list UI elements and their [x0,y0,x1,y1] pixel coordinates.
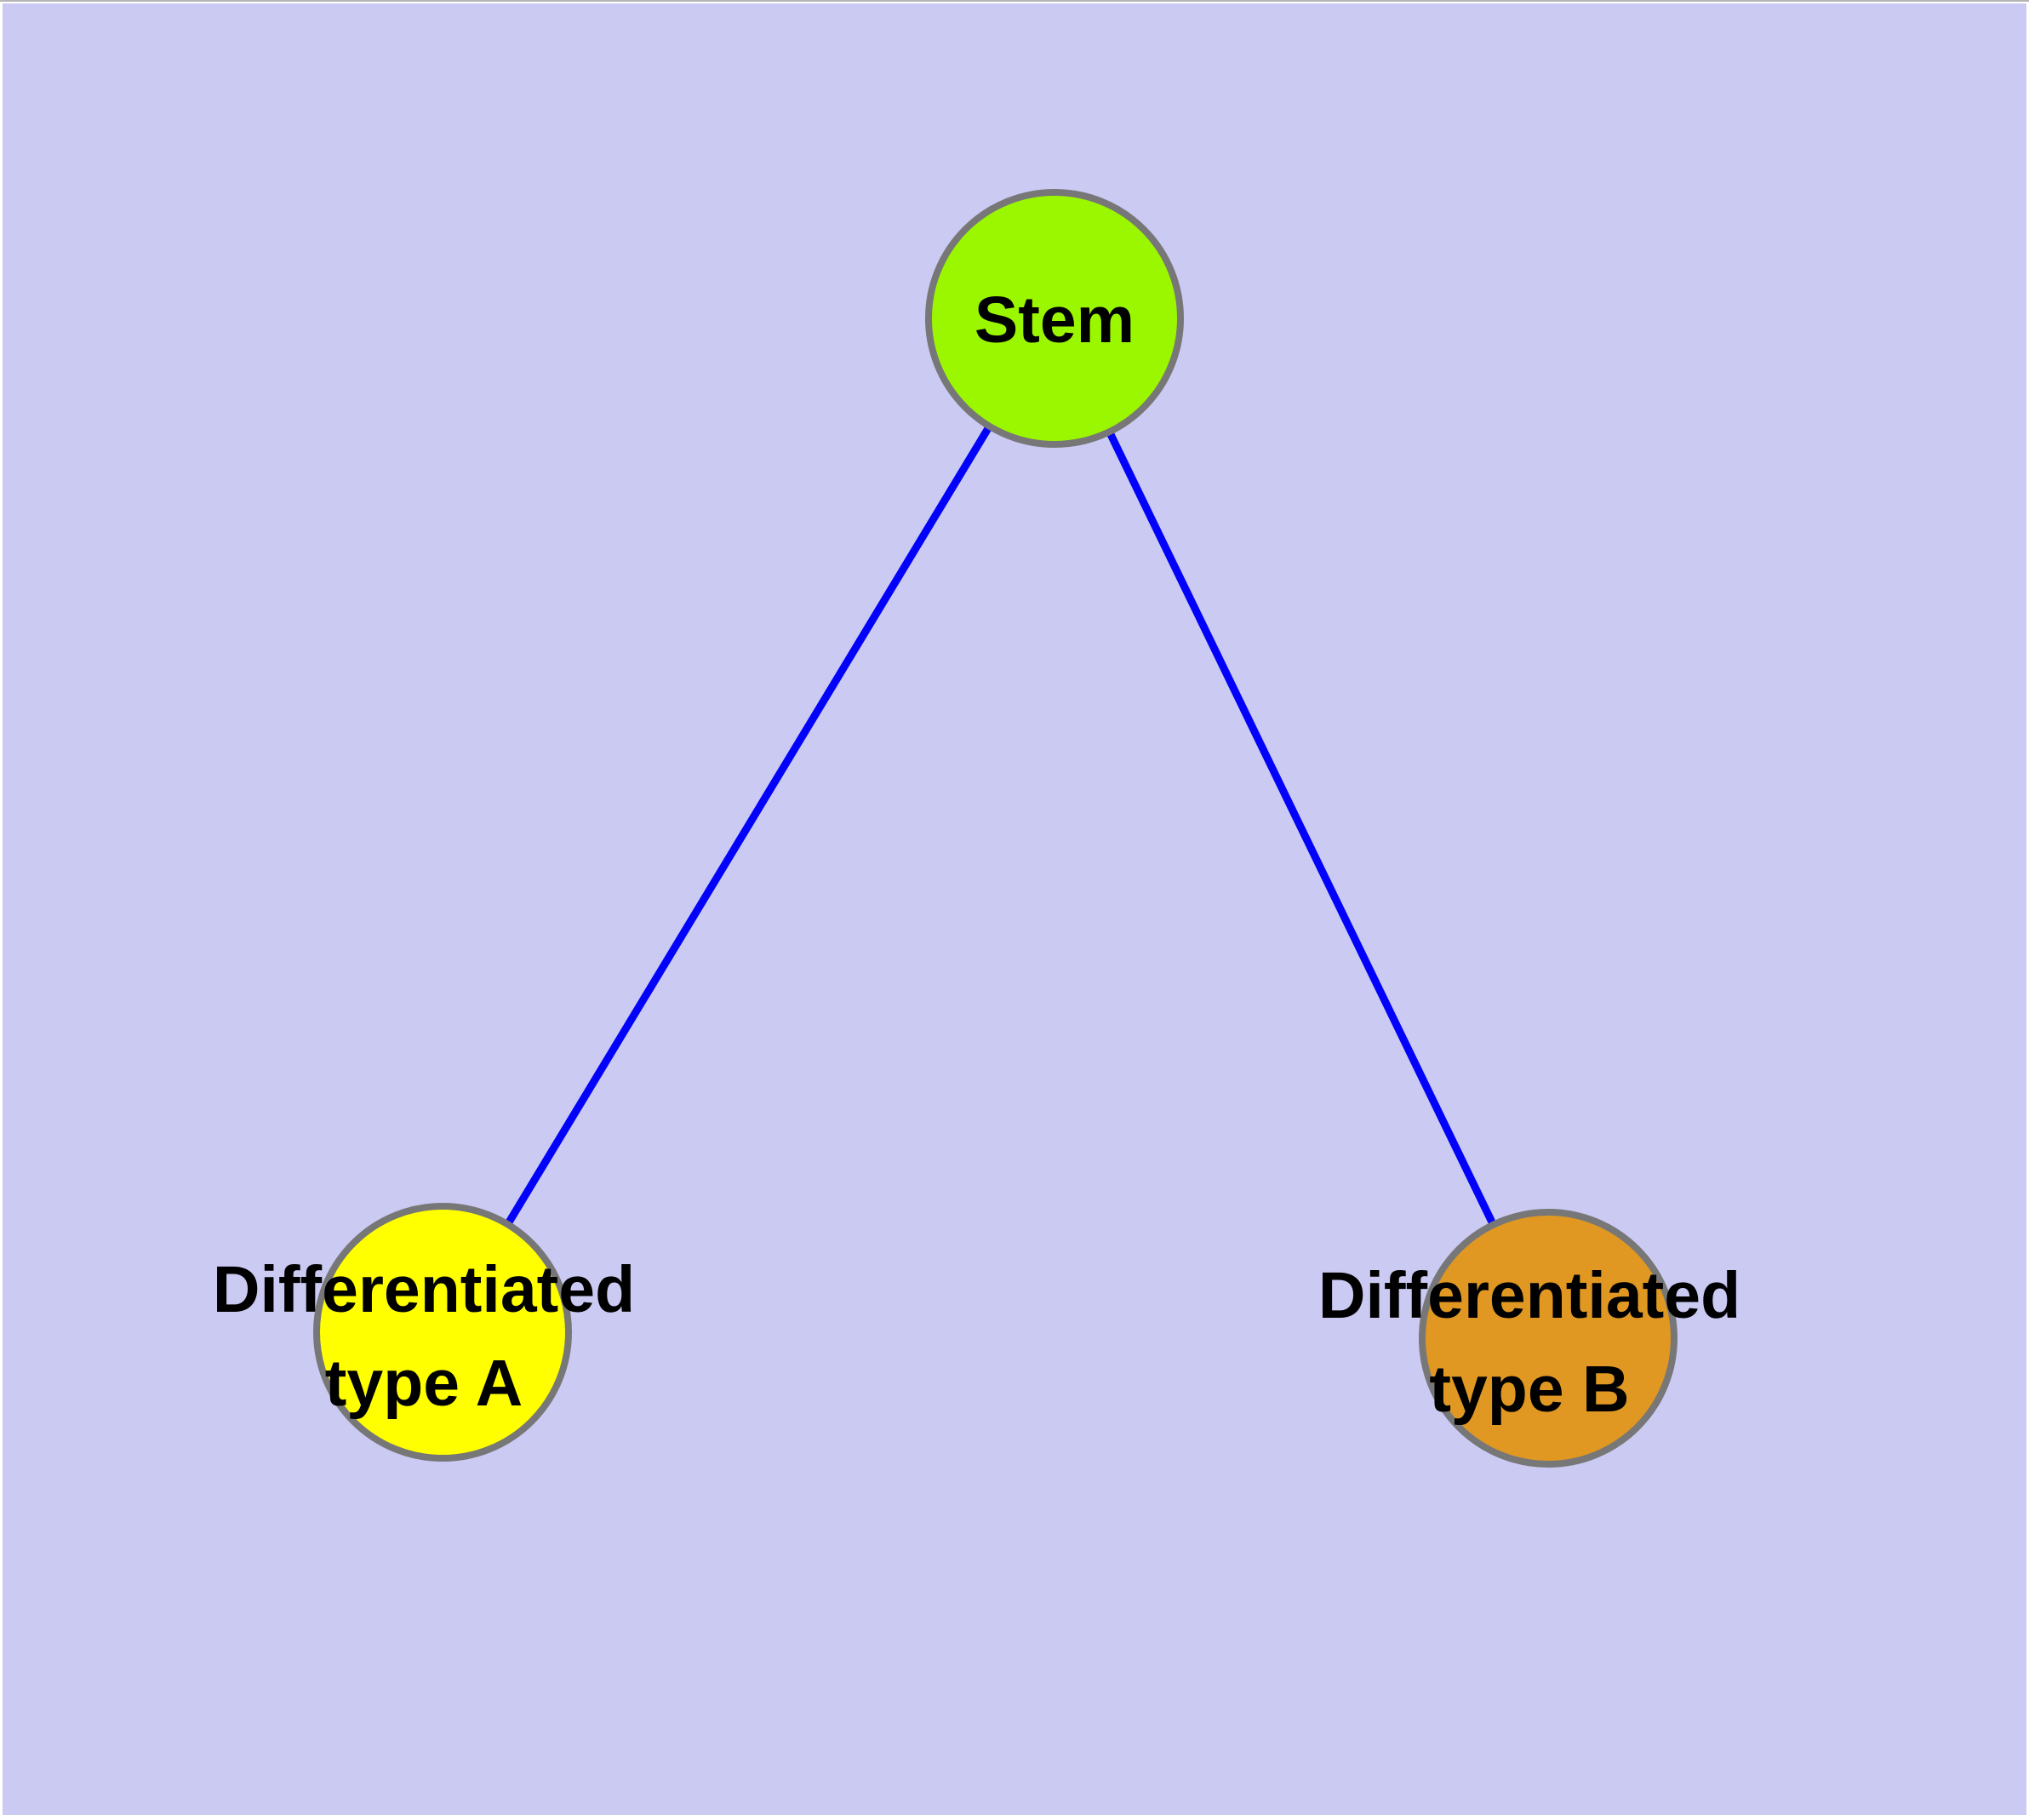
label-line: type B [1429,1353,1630,1426]
label-line: type A [324,1347,523,1420]
edge-stem-to-type-b [1050,317,1552,1340]
node-type-a-label: Differentiated type A [213,1243,635,1430]
edge-stem-to-type-a [439,316,1058,1335]
label-line: Stem [974,283,1135,357]
label-line: Differentiated [212,1253,636,1326]
node-type-a-circle [313,1203,572,1462]
image-top-edge [0,0,2029,2]
node-type-b-label: Differentiated type B [1318,1249,1740,1436]
node-type-b-circle [1419,1209,1677,1468]
label-line: Differentiated [1317,1259,1741,1332]
node-stem-label: Stem [974,273,1135,367]
node-stem-circle [925,189,1184,448]
